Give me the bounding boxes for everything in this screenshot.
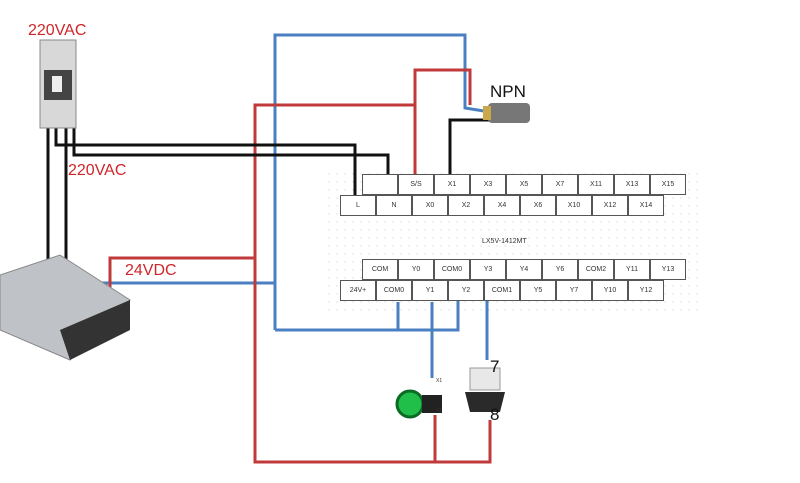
terminal-input-top: X1 (434, 174, 470, 195)
terminal-input-bottom: X10 (556, 195, 592, 216)
dc-label: 24VDC (125, 262, 177, 279)
ac-label-top: 220VAC (28, 22, 87, 39)
terminal-output-bottom: COM0 (376, 280, 412, 301)
terminal-input-bottom: X12 (592, 195, 628, 216)
terminal-output-top: COM2 (578, 259, 614, 280)
terminal-input-bottom: X0 (412, 195, 448, 216)
wire-black-l2 (54, 128, 357, 196)
terminal-input-top (362, 174, 398, 195)
terminal-input-top: S/S (398, 174, 434, 195)
wire-red-main (253, 103, 492, 464)
lamp-pin-x1: X1 (436, 378, 443, 384)
terminal-output-bottom: COM1 (484, 280, 520, 301)
terminal-input-top: X13 (614, 174, 650, 195)
plc-model: LX5V-1412MT (482, 238, 527, 245)
terminal-output-bottom: Y12 (628, 280, 664, 301)
terminal-output-top: Y4 (506, 259, 542, 280)
pilot-lamp-icon (395, 389, 442, 419)
breaker-icon (39, 39, 77, 129)
terminal-output-bottom: Y10 (592, 280, 628, 301)
terminal-output-top: Y6 (542, 259, 578, 280)
terminal-input-bottom: X2 (448, 195, 484, 216)
terminal-input-top: X3 (470, 174, 506, 195)
terminal-output-bottom: Y5 (520, 280, 556, 301)
ac-label-mid: 220VAC (68, 162, 127, 179)
terminal-output-top: Y3 (470, 259, 506, 280)
terminal-input-top: X7 (542, 174, 578, 195)
terminal-input-bottom: X14 (628, 195, 664, 216)
wire-black-x1 (448, 118, 490, 175)
terminal-output-top: Y13 (650, 259, 686, 280)
terminal-input-top: X11 (578, 174, 614, 195)
terminal-input-bottom: L (340, 195, 376, 216)
terminal-input-bottom: N (376, 195, 412, 216)
terminal-output-bottom: 24V+ (340, 280, 376, 301)
relay-icon (465, 367, 505, 412)
relay-pin-7: 7 (490, 357, 500, 376)
terminal-input-bottom: X6 (520, 195, 556, 216)
terminal-output-bottom: Y1 (412, 280, 448, 301)
relay-pin-8: 8 (490, 405, 500, 424)
terminal-output-top: COM0 (434, 259, 470, 280)
terminal-input-bottom: X4 (484, 195, 520, 216)
terminal-output-top: COM (362, 259, 398, 280)
terminal-output-bottom: Y7 (556, 280, 592, 301)
npn-label: NPN (490, 82, 526, 101)
wire-blue-top (273, 33, 491, 330)
terminal-input-top: X15 (650, 174, 686, 195)
lamp-pin-x2: X2 (436, 408, 443, 414)
terminal-output-top: Y0 (398, 259, 434, 280)
terminal-output-top: Y11 (614, 259, 650, 280)
npn-sensor-icon (483, 103, 530, 123)
terminal-output-bottom: Y2 (448, 280, 484, 301)
power-supply-icon (0, 254, 131, 361)
wire-red-npn (413, 68, 472, 175)
terminal-input-top: X5 (506, 174, 542, 195)
